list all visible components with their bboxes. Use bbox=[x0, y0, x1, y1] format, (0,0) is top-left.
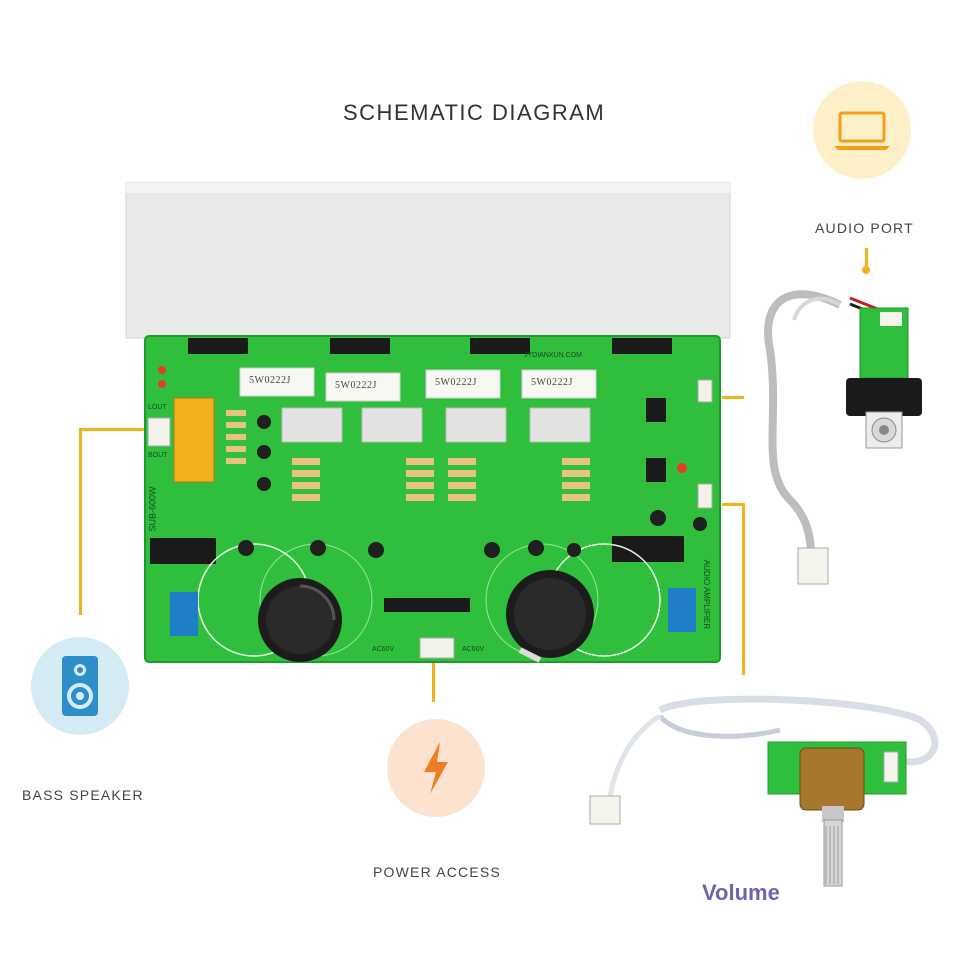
resistor-mark-1: 5W0222J bbox=[249, 375, 291, 386]
regulator-left bbox=[150, 538, 216, 564]
small-heatsinks bbox=[281, 407, 591, 443]
heatsink bbox=[125, 182, 731, 339]
volume-label: Volume bbox=[702, 880, 780, 905]
laptop-icon bbox=[813, 81, 911, 179]
bass-speaker-leader-v bbox=[79, 428, 82, 615]
board-lout: LOUT bbox=[148, 404, 167, 411]
audio-in-connector bbox=[697, 379, 713, 403]
audio-port-label: AUDIO PORT bbox=[815, 220, 914, 236]
filter-capacitor-left bbox=[258, 578, 342, 662]
board-ac-left: AC60V bbox=[372, 646, 395, 653]
small-capacitors bbox=[238, 415, 707, 558]
bridge-rectifier bbox=[384, 598, 470, 612]
relay-left bbox=[173, 397, 215, 483]
volume-connector bbox=[697, 483, 713, 509]
diagram-title: SCHEMATIC DIAGRAM bbox=[343, 100, 606, 125]
led-3 bbox=[677, 463, 687, 473]
ic-1 bbox=[646, 398, 666, 422]
volume-leader-v bbox=[742, 503, 745, 675]
resistor-mark-2: 5W0222J bbox=[335, 380, 377, 391]
power-resistors bbox=[239, 367, 597, 402]
bass-speaker-leader-h bbox=[79, 428, 157, 431]
resistor-mark-4: 5W0222J bbox=[531, 377, 573, 388]
filter-capacitor-right bbox=[506, 570, 594, 663]
film-cap-right bbox=[668, 588, 696, 632]
board-model: SUB-600W bbox=[147, 486, 158, 532]
board-ac-right: AC60V bbox=[462, 646, 485, 653]
regulator-right bbox=[612, 536, 684, 562]
volume-module bbox=[589, 695, 939, 887]
led-1 bbox=[158, 366, 166, 374]
speaker-icon bbox=[31, 637, 129, 735]
power-connector bbox=[419, 637, 455, 659]
audio-port-leader bbox=[865, 248, 868, 268]
board-bout: BOUT bbox=[148, 452, 168, 459]
audio-port-module bbox=[764, 290, 922, 585]
board-side-label: AUDIO AMPLIFIER bbox=[702, 559, 712, 630]
ic-2 bbox=[646, 458, 666, 482]
audio-port-leader-dot bbox=[862, 266, 870, 274]
resistor-mark-3: 5W0222J bbox=[435, 377, 477, 388]
audio-board-leader bbox=[722, 396, 744, 399]
film-cap-left bbox=[170, 592, 198, 636]
volume-leader-h bbox=[722, 503, 744, 506]
resistor-banks bbox=[226, 410, 590, 501]
transistor-row bbox=[188, 338, 672, 354]
board-brand: JYDIANXUN.COM bbox=[524, 352, 582, 359]
led-2 bbox=[158, 380, 166, 388]
lightning-icon bbox=[387, 719, 485, 817]
bass-speaker-label: BASS SPEAKER bbox=[22, 787, 144, 803]
power-access-label: POWER ACCESS bbox=[373, 864, 501, 880]
power-access-leader bbox=[432, 662, 435, 702]
bout-connector bbox=[147, 417, 171, 447]
